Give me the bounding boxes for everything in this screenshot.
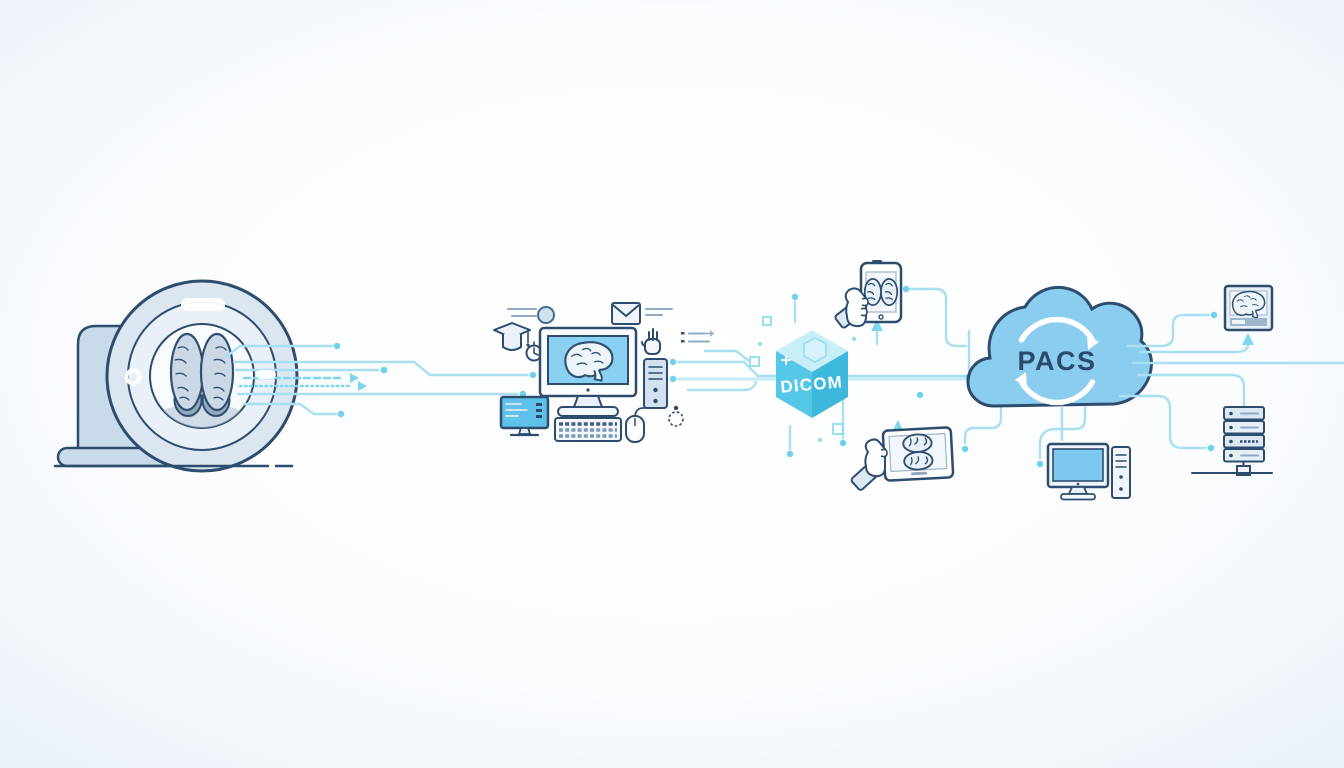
tablet-in-hand — [850, 426, 955, 491]
dicom-cube-icon: DICOM — [776, 330, 848, 418]
image-viewer-icon — [1223, 284, 1274, 332]
smartphone-in-hand — [834, 260, 903, 329]
hexagon-decoration — [803, 336, 827, 364]
gantry-button — [124, 368, 142, 386]
cloud-shape — [966, 285, 1153, 408]
pacs-cloud-icon: PACS — [966, 285, 1153, 408]
notes-icon — [681, 330, 715, 343]
envelope-icon — [611, 302, 673, 325]
desktop-tower — [1111, 446, 1131, 499]
network-node — [1236, 465, 1251, 476]
brain-icon — [169, 332, 235, 417]
keyboard-icon — [554, 417, 622, 442]
desktop-computer-icon — [1046, 442, 1131, 501]
user-status-icon — [668, 405, 684, 427]
graduation-cap-icon — [493, 322, 531, 351]
notification-dot-icon — [507, 306, 555, 324]
cube-side-face — [812, 351, 848, 418]
secondary-monitor-icon — [499, 395, 550, 437]
mouse-icon — [625, 401, 650, 443]
server-rack-icon — [1191, 406, 1273, 476]
pc-tower-icon — [643, 358, 668, 409]
cube-front-face — [776, 351, 812, 418]
gantry-highlight — [181, 298, 225, 311]
tablet-icon — [881, 426, 955, 482]
cloud-distribution-traces — [1036, 311, 1344, 468]
hand-gesture-icon — [641, 328, 661, 355]
scanner-data-traces — [224, 342, 537, 418]
holding-hand-icon — [844, 287, 869, 328]
smartphone-icon — [859, 260, 903, 324]
sync-arrows-icon — [1015, 316, 1099, 406]
workstation-cluster — [493, 302, 715, 443]
mri-scanner-icon — [53, 279, 299, 473]
plus-decoration — [781, 355, 791, 365]
holding-hand-icon — [850, 438, 888, 491]
pacs-label: PACS — [1017, 346, 1096, 376]
workstation-monitor-icon — [538, 326, 638, 417]
